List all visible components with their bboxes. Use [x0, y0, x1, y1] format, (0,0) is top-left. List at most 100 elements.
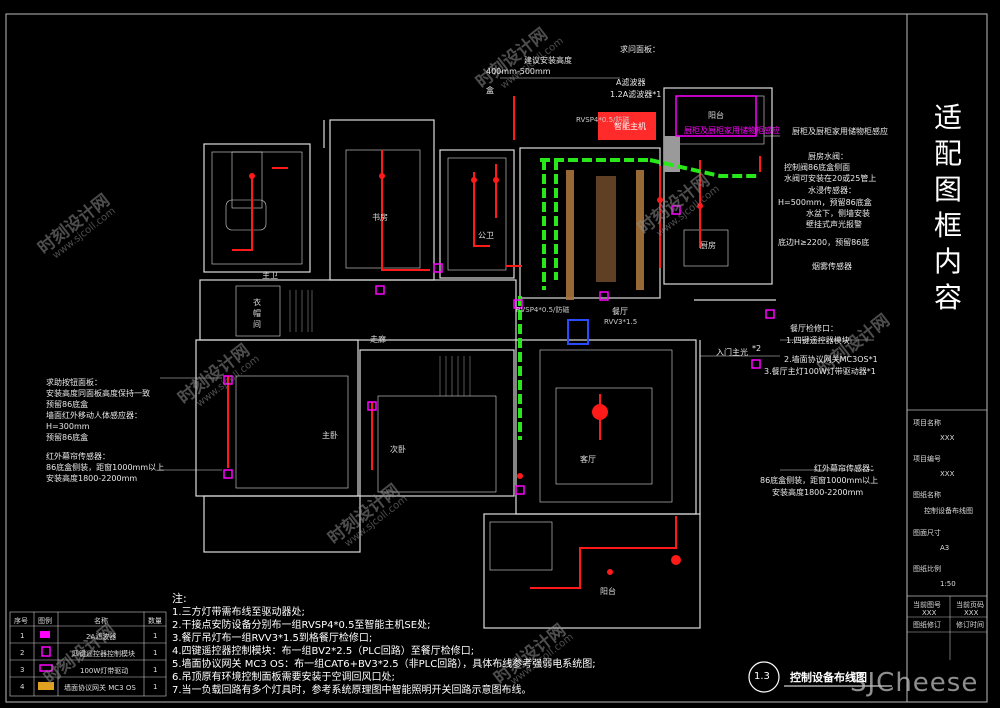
legend-cell: 墙面协议网关 MC3 OS: [64, 684, 136, 692]
note-item: 1.三方灯带需布线至驱动器处;: [172, 607, 305, 618]
legend-cell: 4: [20, 683, 25, 691]
room-label: 书房: [372, 213, 388, 222]
room-label: 阳台: [708, 111, 724, 120]
title-block-value: 控制设备布线图: [924, 507, 973, 515]
annotation: A滤波器: [616, 78, 646, 87]
room-label: 主卧: [322, 431, 338, 440]
legend-symbols: [38, 631, 54, 690]
annotation: 安装高度1800-2200mm: [46, 474, 138, 483]
annotation: 预留86底盒: [46, 400, 89, 409]
legend-cell: 1: [153, 683, 158, 691]
title-block-label: 修订时间: [956, 621, 984, 629]
legend-cell: 2: [20, 649, 25, 657]
title-block-label: 图纸名称: [913, 491, 941, 499]
annotation: 求问面板：: [620, 45, 660, 54]
sidebar-title-char: 配: [933, 137, 962, 170]
title-block-label: 图纸修订: [913, 621, 941, 629]
annotation: 红外幕帘传感器：: [46, 452, 110, 461]
title-block-label: 图纸比例: [913, 565, 941, 573]
room-label: 餐厅: [612, 307, 628, 316]
sidebar-title-char: 容: [933, 281, 962, 314]
note-item: 6.吊顶原有环境控制面板需要安装于空调回风口处;: [172, 672, 395, 683]
legend-cell: 1: [153, 632, 158, 640]
blue-device: [567, 319, 589, 345]
green-wiring: [518, 158, 760, 440]
annotation: RVV3*1.5: [604, 318, 638, 326]
title-block-value: 1:50: [940, 580, 956, 588]
annotation: 壁挂式声光报警: [806, 220, 862, 229]
annotation: 水浸传感器：: [808, 186, 856, 195]
annotation: 3.餐厅主灯100W灯带驱动器*1: [764, 367, 876, 376]
legend-cell: 1: [153, 649, 158, 657]
title-block-label: 当前图号: [913, 601, 941, 609]
annotation: 86底盒侧装，距窗1000mm以上: [46, 463, 165, 472]
sidebar-title-char: 适: [933, 101, 962, 134]
legend-cell: 3: [20, 666, 25, 674]
annotation: 红外幕帘传感器：: [814, 464, 878, 473]
annotation: 盒: [486, 86, 494, 95]
annotation: 控制阀86底盒侧面: [784, 163, 851, 172]
annotation: 求助按钮面板：: [46, 378, 102, 387]
title-block-label: 项目编号: [913, 455, 941, 463]
legend-header: 图例: [38, 617, 52, 625]
smart-host-box: [598, 112, 656, 140]
legend-cell: 2A滤波器: [86, 633, 117, 641]
title-block-value: XXX: [922, 609, 937, 617]
annotation: H=500mm，预留86底盒: [778, 198, 872, 207]
sidebar-title-char: 内: [933, 245, 962, 278]
annotation: 墙面红外移动人体感应器：: [46, 411, 142, 420]
annotation: 入门主光: [716, 348, 748, 357]
magenta-markers: [223, 95, 775, 495]
annotation: 安装高度同面板高度保持一致: [46, 389, 150, 398]
legend-header: 数量: [148, 617, 162, 625]
legend-cell: 1: [20, 632, 25, 640]
annotation: 1.2A滤波器*1: [610, 90, 662, 99]
room-label: 走廊: [370, 335, 386, 344]
note-item: 2.干接点安防设备分别布一组RVSP4*0.5至智能主机SE处;: [172, 620, 431, 631]
annotation: 厨柜及厨柜家用储物柜感应: [684, 126, 780, 135]
annotation: H=300mm: [46, 422, 90, 431]
annotation: 底边H≥2200，预留86底: [778, 238, 870, 247]
legend-table: [9, 611, 167, 697]
room-label: 客厅: [580, 455, 596, 464]
title-block-value: XXX: [940, 470, 955, 478]
title-block-value: XXX: [964, 609, 979, 617]
legend-cell: 1: [153, 666, 158, 674]
drawing-number: 1.3: [754, 671, 770, 682]
annotation: *2: [752, 344, 762, 353]
drawing-number-circle: [748, 661, 780, 693]
title-block-label: 项目名称: [913, 419, 941, 427]
annotation: 水阀可安装在20或25管上: [784, 174, 877, 183]
annotation: 水盆下，侧墙安装: [806, 209, 870, 218]
annotation: 餐厅检修口：: [790, 324, 838, 333]
annotation: 厨房水阀：: [808, 152, 848, 161]
room-label: 衣帽间: [253, 298, 261, 329]
wardrobe-hatch: [289, 290, 471, 396]
annotation: 智能主机: [614, 122, 646, 131]
note-item: 7.当一负载回路有多个灯具时，参考系统原理图中智能照明开关回路示意图布线。: [172, 685, 532, 696]
notes-title: 注:: [172, 592, 187, 605]
room-label: 次卧: [390, 445, 406, 454]
red-dots: [249, 173, 703, 575]
annotation: 预留86底盒: [46, 433, 89, 442]
note-item: 3.餐厅吊灯布一组RVV3*1.5到格餐厅检修口;: [172, 633, 373, 644]
annotation: 厨柜及厨柜家用储物柜感应: [792, 127, 888, 136]
room-label: 公卫: [478, 231, 494, 240]
room-label: 厨房: [700, 241, 716, 250]
red-wiring: [227, 96, 761, 589]
title-block-label: 图面尺寸: [913, 529, 941, 537]
annotation: 2.墙面协议网关MC3OS*1: [784, 355, 878, 364]
annotation: 86底盒侧装，距窗1000mm以上: [760, 476, 879, 485]
drawing-frame: [5, 13, 988, 703]
cabinet-strips: [566, 170, 644, 300]
title-block-value: XXX: [940, 434, 955, 442]
annotation: 400mm-500mm: [486, 67, 551, 76]
room-label: 主卫: [262, 271, 278, 280]
annotation: 烟雾传感器: [812, 262, 852, 271]
annotation: RVSP4*0.5/防磁: [576, 116, 630, 124]
leader-lines: [160, 77, 874, 471]
note-item: 5.墙面协议网关 MC3 OS：布一组CAT6+BV3*2.5（非PLC回路），…: [172, 659, 596, 670]
brand-watermark: SJCheese: [850, 668, 979, 698]
note-item: 4.四键遥控器控制模块：布一组BV2*2.5（PLC回路）至餐厅检修口;: [172, 646, 475, 657]
